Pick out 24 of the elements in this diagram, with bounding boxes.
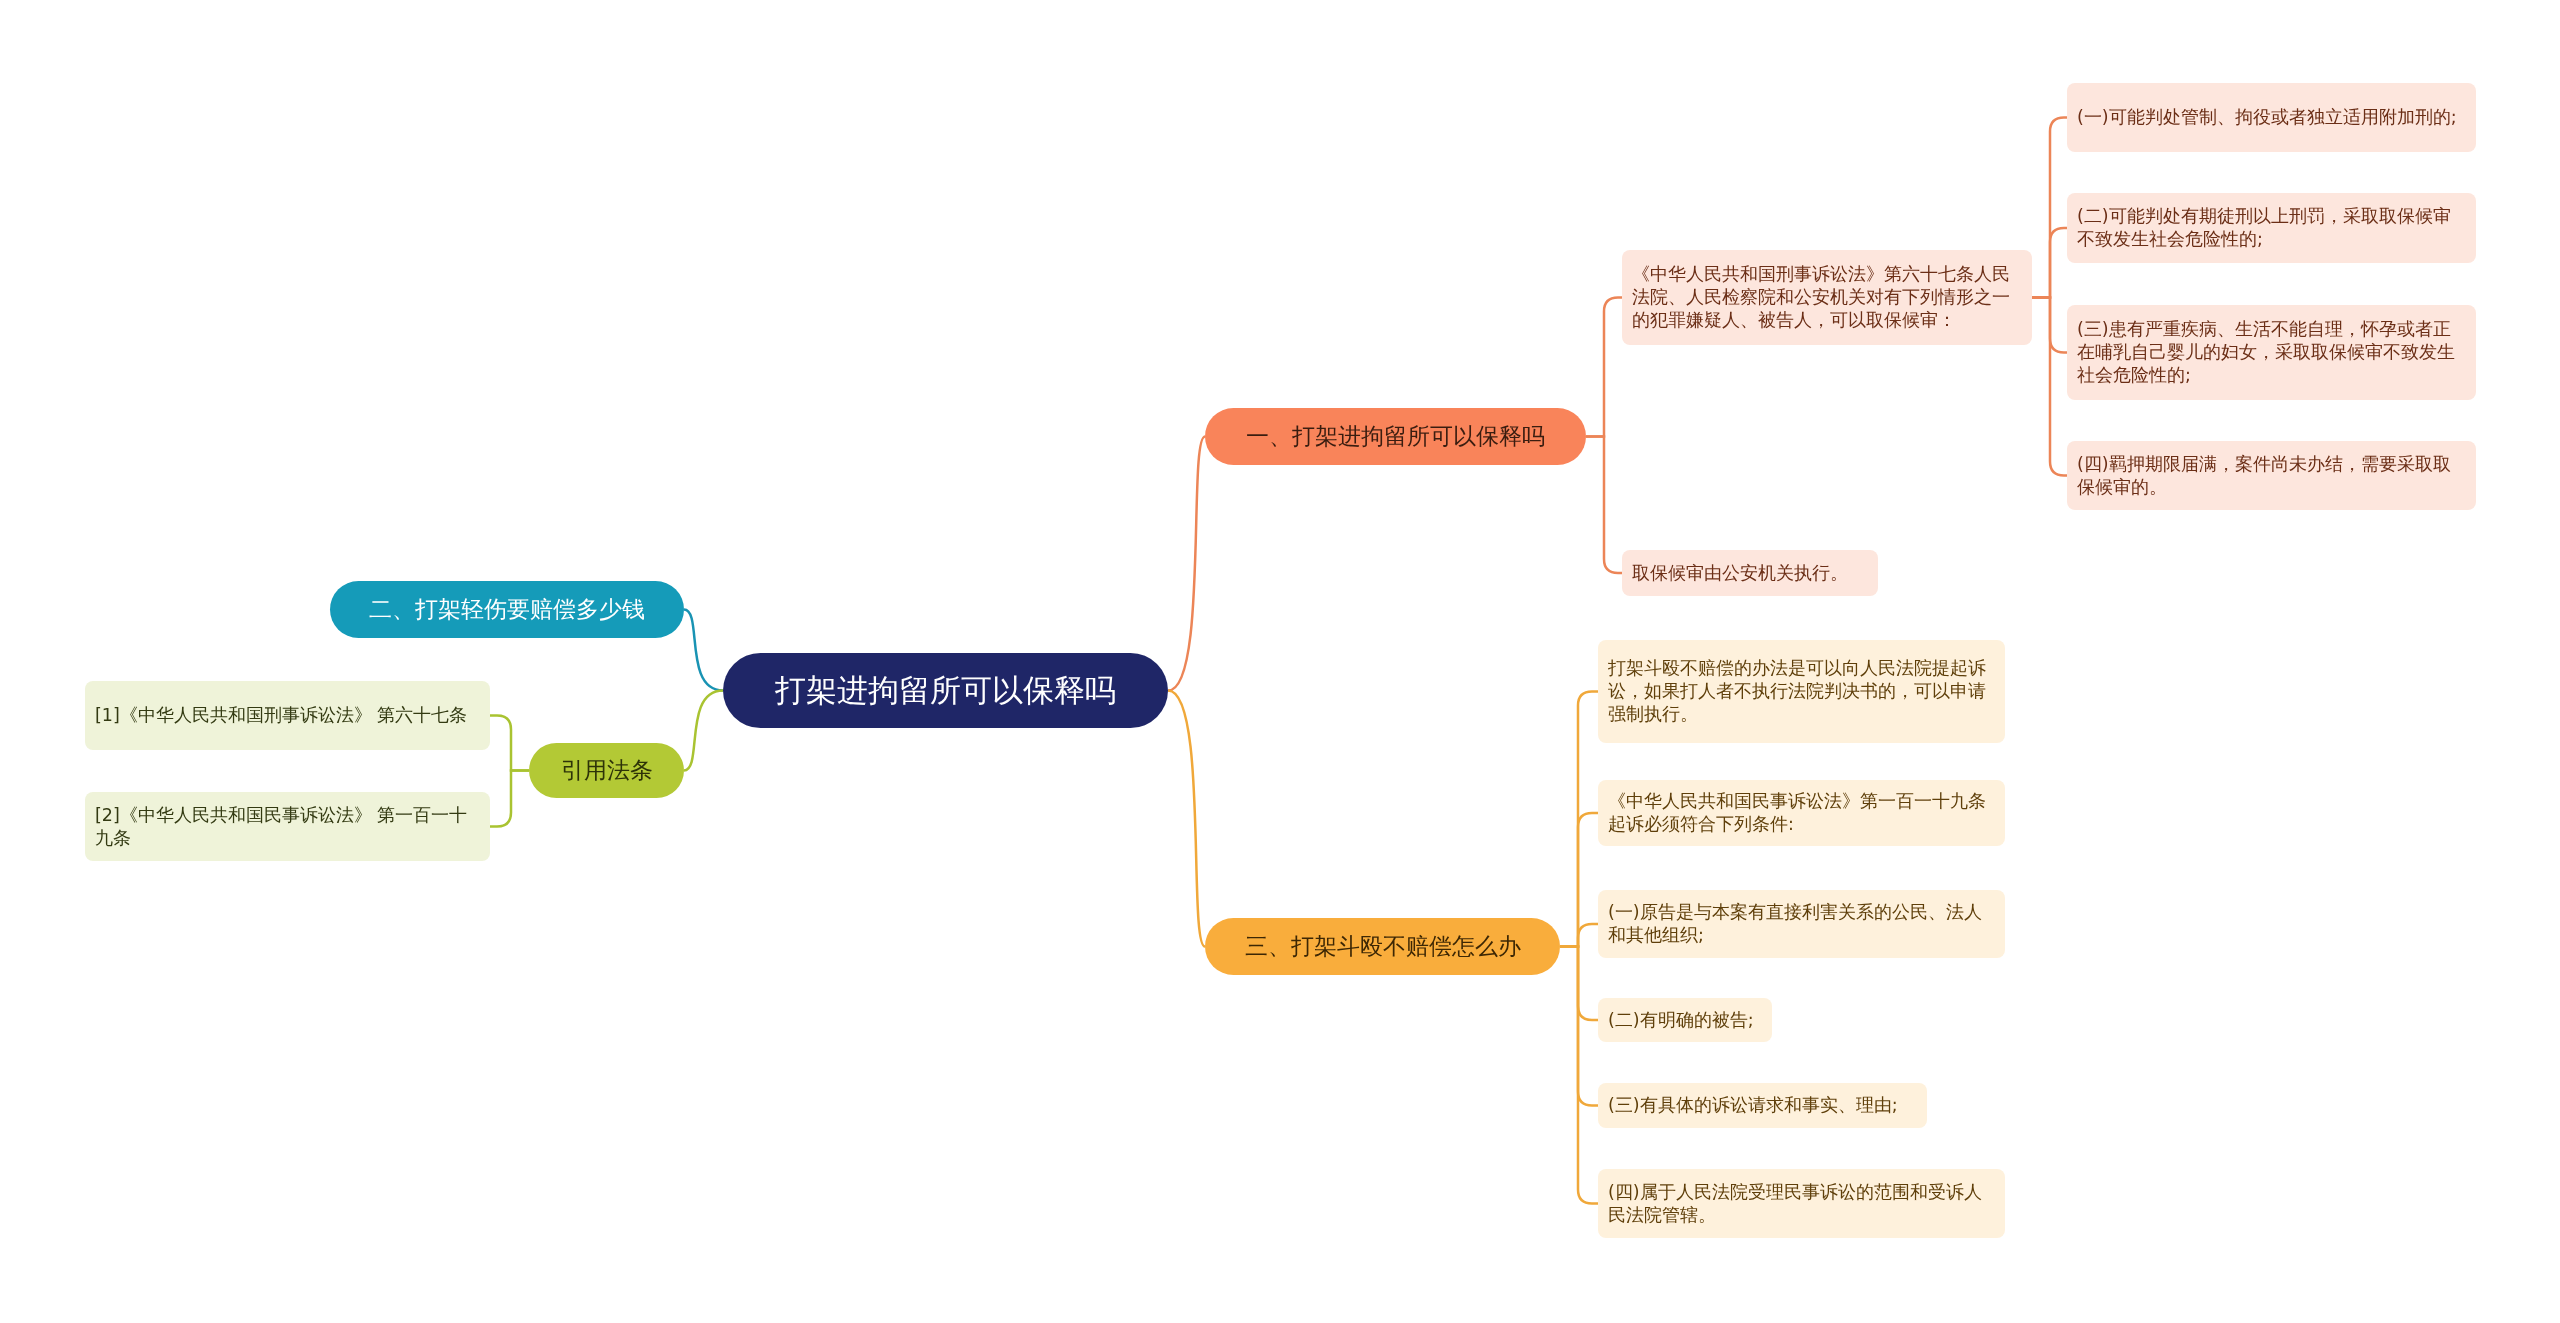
subtopic-card: 《中华人民共和国民事诉讼法》第一百一十九条起诉必须符合下列条件:: [1598, 780, 2005, 846]
connector-line: [683, 689, 724, 772]
subtopic-card: (二)可能判处有期徒刑以上刑罚，采取取保候审不致发生社会危险性的;: [2067, 193, 2476, 263]
subtopic-card: 打架斗殴不赔偿的办法是可以向人民法院提起诉讼，如果打人者不执行法院判决书的，可以申请强制执行。: [1598, 640, 2005, 743]
topic-pill: 三、打架斗殴不赔偿怎么办: [1205, 918, 1560, 975]
topic-pill: 二、打架轻伤要赔偿多少钱: [330, 581, 684, 638]
connector-line: [1167, 689, 1207, 948]
subtopic-card: [1]《中华人民共和国刑事诉讼法》 第六十七条: [85, 681, 490, 750]
subtopic-card: (一)可能判处管制、拘役或者独立适用附加刑的;: [2067, 83, 2476, 152]
subtopic-card: (三)有具体的诉讼请求和事实、理由;: [1598, 1083, 1927, 1128]
subtopic-card: 取保候审由公安机关执行。: [1622, 550, 1878, 596]
central-topic: 打架进拘留所可以保释吗: [723, 653, 1168, 728]
connector-line: [1167, 435, 1206, 692]
subtopic-card: (一)原告是与本案有直接利害关系的公民、法人和其他组织;: [1598, 890, 2005, 958]
connector-line: [490, 769, 529, 828]
subtopic-card: (四)属于人民法院受理民事诉讼的范围和受诉人民法院管辖。: [1598, 1169, 2005, 1238]
connector-line: [2032, 296, 2067, 477]
subtopic-card: 《中华人民共和国刑事诉讼法》第六十七条人民法院、人民检察院和公安机关对有下列情形之一的犯罪嫌疑人、被告人，可以取保候审：: [1622, 250, 2032, 345]
subtopic-card: [2]《中华人民共和国民事诉讼法》 第一百一十九条: [85, 792, 490, 861]
topic-pill: 引用法条: [529, 743, 684, 798]
subtopic-card: (三)患有严重疾病、生活不能自理，怀孕或者正在哺乳自己婴儿的妇女，采取取保候审不致发生社会危险性的;: [2067, 305, 2476, 400]
subtopic-card: (二)有明确的被告;: [1598, 998, 1772, 1042]
topic-pill: 一、打架进拘留所可以保释吗: [1205, 408, 1586, 465]
subtopic-card: (四)羁押期限届满，案件尚未办结，需要采取取保候审的。: [2067, 441, 2476, 510]
